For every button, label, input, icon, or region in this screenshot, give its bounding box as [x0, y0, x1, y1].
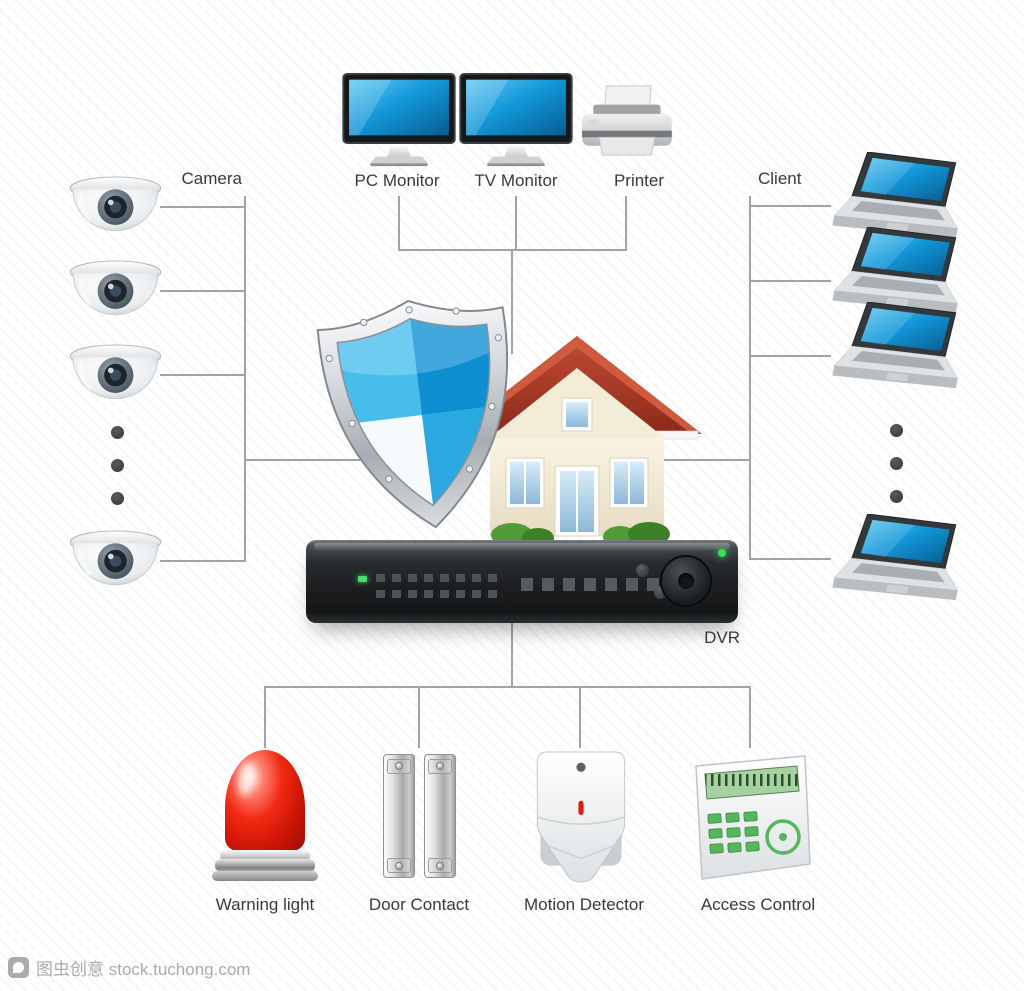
laptop-4 — [831, 514, 961, 608]
connector-access-control-drop — [749, 686, 751, 748]
left-ellipsis-dot-1 — [111, 426, 124, 439]
connector-door-contact-drop — [418, 686, 420, 748]
siren-base-plate — [212, 871, 318, 881]
connector-clients-trunk — [749, 196, 751, 560]
left-ellipsis-dot-3 — [111, 492, 124, 505]
door-contact-label: Door Contact — [368, 895, 470, 914]
house — [452, 336, 702, 548]
right-ellipsis-dot-1 — [890, 424, 903, 437]
connector-warning-light-drop — [264, 686, 266, 748]
door-contact-device — [382, 752, 458, 882]
screw-icon — [436, 762, 444, 770]
connector-motion-detector-drop — [579, 686, 581, 748]
dome-camera-4 — [68, 530, 163, 596]
right-ellipsis-dot-3 — [890, 490, 903, 503]
warning-light-device — [212, 750, 318, 882]
dvr-label: DVR — [704, 628, 740, 647]
connector-camera-1 — [160, 206, 244, 208]
access-control-label: Access Control — [700, 895, 816, 914]
connector-printer-drop — [625, 196, 627, 250]
pc-monitor-device — [340, 72, 458, 168]
dvr-round-button-1 — [636, 564, 649, 577]
left-ellipsis-dot-2 — [111, 459, 124, 472]
connector-camera-4 — [160, 560, 244, 562]
dome-camera-3 — [68, 344, 163, 410]
printer-device — [572, 84, 680, 170]
dvr-status-led — [358, 576, 367, 582]
connector-camera-2 — [160, 290, 244, 292]
security-shield — [316, 299, 509, 529]
dvr-transport-buttons — [521, 578, 669, 591]
dome-camera-1 — [68, 176, 163, 242]
dvr-button-row-2 — [376, 590, 504, 598]
door-contact-bar-2 — [424, 754, 456, 878]
motion-detector-label: Motion Detector — [524, 895, 644, 914]
dome-camera-2 — [68, 260, 163, 326]
connector-client-4 — [751, 558, 831, 560]
connector-cameras-trunk — [244, 196, 246, 562]
connector-outputs-bus — [264, 686, 751, 688]
siren-dome — [225, 750, 305, 853]
motion-detector-device — [536, 751, 626, 883]
dvr-power-led — [718, 549, 726, 557]
access-control-device — [695, 755, 811, 880]
connector-camera-3 — [160, 374, 244, 376]
screw-icon — [436, 862, 444, 870]
tv-monitor-device — [457, 72, 575, 168]
camera-label: Camera — [181, 169, 242, 188]
connector-cameras-to-center — [245, 459, 365, 461]
laptop-3 — [831, 302, 961, 396]
connector-dvr-drop — [511, 622, 513, 687]
connector-client-1 — [751, 205, 831, 207]
right-ellipsis-dot-2 — [890, 457, 903, 470]
watermark-logo-icon — [8, 957, 29, 978]
connector-monitors-to-center — [511, 249, 513, 354]
warning-light-label: Warning light — [215, 895, 315, 914]
connector-client-3 — [751, 355, 831, 357]
dvr-button-row-1 — [376, 574, 504, 582]
pc-monitor-label: PC Monitor — [354, 171, 440, 190]
watermark: 图虫创意 stock.tuchong.com — [8, 955, 250, 980]
dvr-top-edge — [314, 543, 730, 550]
screw-icon — [395, 862, 403, 870]
connector-client-2 — [751, 280, 831, 282]
connector-pc-monitor-drop — [398, 196, 400, 250]
siren-base-ring-2 — [215, 859, 315, 872]
printer-label: Printer — [613, 171, 665, 190]
dvr-jog-dial — [660, 555, 712, 607]
connector-tv-monitor-drop — [515, 196, 517, 250]
door-contact-bar-1 — [383, 754, 415, 878]
client-label: Client — [758, 169, 802, 188]
dvr-jog-dial-center — [678, 573, 694, 589]
tv-monitor-label: TV Monitor — [474, 171, 558, 190]
watermark-text: 图虫创意 stock.tuchong.com — [36, 960, 251, 979]
connector-clients-to-center — [660, 459, 751, 461]
screw-icon — [395, 762, 403, 770]
dvr-device — [306, 540, 738, 623]
